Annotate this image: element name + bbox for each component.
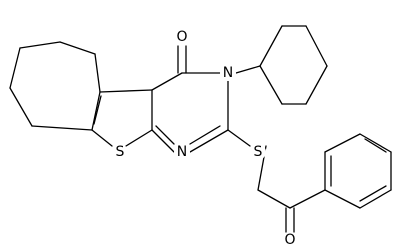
bond-line: [94, 53, 101, 93]
bond-line: [364, 138, 387, 153]
bond-line: [9, 47, 21, 89]
bond-line: [259, 25, 283, 67]
bond-line: [91, 91, 101, 131]
bond-line: [235, 65, 261, 74]
atom-s-thiophene-label: S: [116, 144, 125, 160]
bond-line: [324, 133, 361, 153]
bond-line: [31, 125, 93, 131]
bond-line: [259, 65, 283, 105]
bond-line: [289, 189, 326, 209]
bond-line: [151, 129, 175, 153]
atom-n1: N: [174, 144, 190, 160]
bond-line: [59, 41, 96, 55]
bond-line: [324, 189, 361, 209]
bond-line: [359, 133, 392, 153]
bond-line: [151, 72, 183, 91]
bond-line: [359, 185, 387, 202]
bond-line: [257, 189, 291, 209]
bond-line: [93, 95, 102, 125]
atom-n3: N: [220, 65, 236, 81]
atom-o-carbonyl-label: O: [176, 29, 187, 45]
bond-line: [359, 189, 392, 209]
bond-line: [19, 41, 61, 49]
atom-o-ketone-label: O: [284, 232, 295, 248]
atom-o-carbonyl: O: [174, 29, 190, 45]
atom-labels: O N S N S O: [112, 29, 298, 248]
bond-line: [125, 129, 153, 147]
bond-line: [155, 125, 175, 145]
bond-line: [91, 129, 113, 147]
atom-n1-label: N: [177, 144, 187, 160]
bond-line: [99, 89, 153, 93]
atom-n3-label: N: [223, 65, 233, 81]
atom-s-thioether: S: [250, 144, 266, 160]
bond-line: [305, 25, 328, 67]
bond-line: [9, 87, 33, 127]
atom-s-thioether-label: S: [254, 144, 263, 160]
bond-lines: [9, 25, 392, 233]
atom-s-thiophene: S: [112, 144, 128, 160]
atom-o-ketone: O: [282, 232, 298, 248]
bond-line: [189, 129, 229, 153]
bond-line: [189, 125, 221, 145]
bond-line: [227, 129, 251, 147]
bond-line: [305, 65, 328, 105]
